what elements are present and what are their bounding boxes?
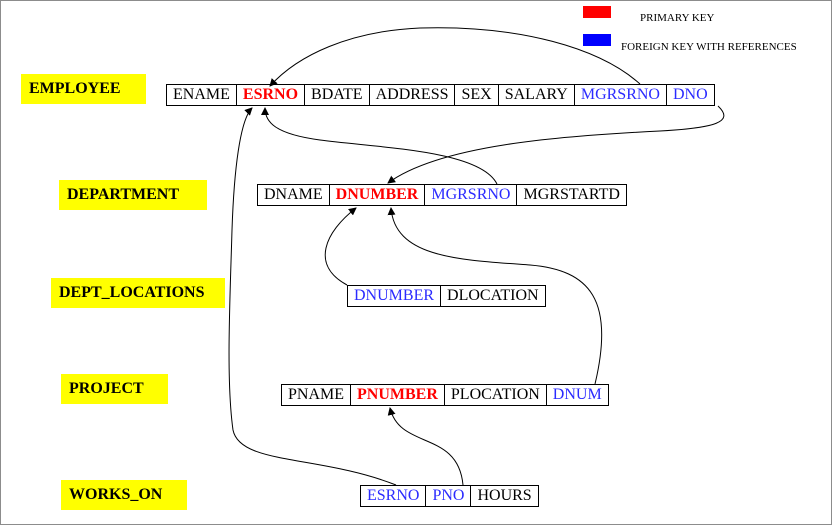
- project-table: PNAME PNUMBER PLOCATION DNUM: [281, 384, 609, 406]
- foreign-key-swatch: [583, 34, 611, 46]
- works-on-col-pno: PNO: [425, 486, 470, 506]
- employee-col-dno: DNO: [665, 85, 714, 105]
- dept-locations-table: DNUMBER DLOCATION: [347, 285, 546, 307]
- dept-locations-col-dlocation: DLOCATION: [440, 286, 545, 306]
- project-col-pname: PNAME: [288, 386, 345, 403]
- works-on-col-esrno: ESRNO: [367, 487, 420, 504]
- dept-locations-col-dnumber: DNUMBER: [354, 287, 435, 304]
- primary-key-swatch: [583, 6, 611, 18]
- department-col-mgrstartd: MGRSTARTD: [516, 185, 625, 205]
- project-col-plocation: PLOCATION: [443, 385, 546, 405]
- employee-col-mgrsrno: MGRSRNO: [573, 85, 666, 105]
- project-col-dnum: DNUM: [545, 385, 608, 405]
- project-label: PROJECT: [61, 374, 168, 404]
- works-on-label: WORKS_ON: [61, 480, 187, 510]
- dept-locations-label: DEPT_LOCATIONS: [51, 278, 225, 308]
- primary-key-legend-label: PRIMARY KEY: [640, 12, 715, 24]
- employee-col-salary: SALARY: [497, 85, 574, 105]
- employee-col-sex: SEX: [454, 85, 497, 105]
- employee-col-bdate: BDATE: [304, 85, 369, 105]
- arrow-dno-to-dnumber: [387, 105, 725, 184]
- arrow-works-esrno-to-esrno: [228, 107, 397, 486]
- department-table: DNAME DNUMBER MGRSRNO MGRSTARTD: [257, 184, 627, 206]
- foreign-key-legend-label: FOREIGN KEY WITH REFERENCES: [621, 41, 797, 53]
- employee-table: ENAME ESRNO BDATE ADDRESS SEX SALARY MGR…: [166, 84, 715, 106]
- works-on-col-hours: HOURS: [470, 486, 537, 506]
- employee-label: EMPLOYEE: [21, 74, 146, 104]
- employee-col-ename: ENAME: [173, 86, 230, 103]
- arrow-dnum-to-dnumber: [387, 207, 603, 385]
- arrow-mgrsrno-to-esrno: [269, 27, 641, 87]
- arrow-deptloc-dnumber-to-dnumber: [324, 207, 357, 286]
- project-col-pnumber: PNUMBER: [350, 385, 444, 405]
- department-col-dname: DNAME: [264, 186, 323, 203]
- works-on-table: ESRNO PNO HOURS: [360, 485, 539, 507]
- employee-col-esrno: ESRNO: [235, 85, 304, 105]
- employee-col-address: ADDRESS: [368, 85, 455, 105]
- arrow-pno-to-pnumber: [387, 407, 464, 486]
- arrow-dept-mgrsrno-to-esrno: [261, 107, 498, 185]
- department-col-dnumber: DNUMBER: [328, 185, 425, 205]
- department-col-mgrsrno: MGRSRNO: [424, 185, 516, 205]
- department-label: DEPARTMENT: [59, 180, 207, 210]
